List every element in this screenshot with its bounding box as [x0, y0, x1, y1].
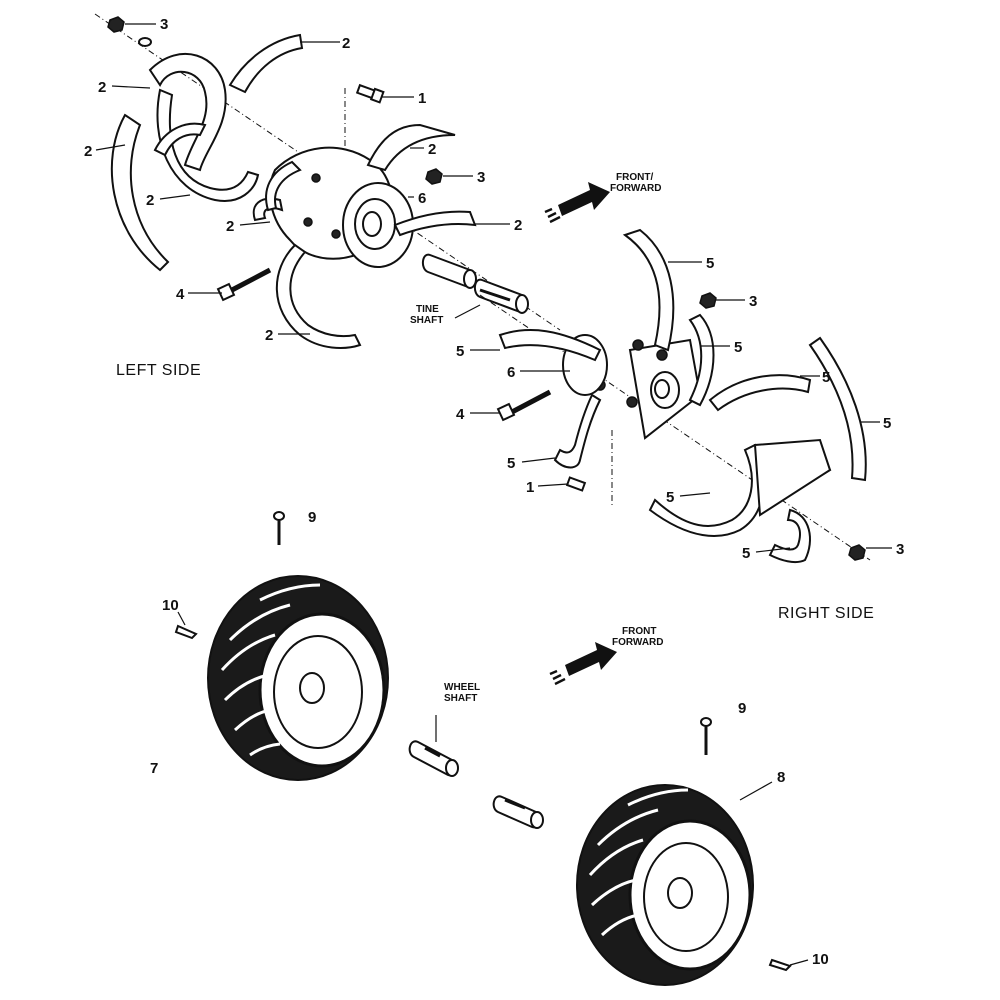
callout-number: 5	[734, 339, 742, 356]
callout-number: 5	[456, 343, 464, 360]
bolt-part	[216, 267, 272, 302]
right-side-caption: RIGHT SIDE	[778, 605, 874, 622]
callout-number: 1	[526, 479, 534, 496]
tine-shaft-label-b: SHAFT	[410, 315, 443, 326]
callout-number: 2	[226, 218, 234, 235]
nut-part	[107, 16, 152, 47]
callout-number: 4	[176, 286, 185, 303]
front-forward-label-2b: FORWARD	[612, 637, 663, 648]
callout-number: 5	[666, 489, 674, 506]
nut-part	[425, 168, 443, 185]
tine-shaft-label-a: TINE	[416, 304, 439, 315]
callout-number: 2	[84, 143, 92, 160]
right-wheel	[576, 784, 754, 986]
callout-number: 2	[98, 79, 106, 96]
bolt-part	[565, 476, 587, 492]
leader-lines	[95, 23, 892, 966]
callout-numbers: 3 2 2 1 2 2 3 6 2 2 2 4 2 5 3 5 5 5 5 6 …	[84, 16, 904, 968]
callout-number: 5	[507, 455, 515, 472]
callout-number: 9	[738, 700, 746, 717]
callout-number: 8	[777, 769, 785, 786]
callout-number: 5	[822, 369, 830, 386]
pin-part	[273, 511, 712, 755]
left-tine-assembly	[94, 13, 561, 349]
left-wheel	[207, 575, 389, 781]
tine-part	[252, 123, 477, 349]
callout-number: 3	[749, 293, 757, 310]
front-forward-label-2a: FRONT	[622, 626, 656, 637]
wheel-shaft-label-a: WHEEL	[444, 682, 480, 693]
callout-number: 3	[896, 541, 904, 558]
callout-number: 1	[418, 90, 426, 107]
forward-arrow-icon	[549, 642, 617, 686]
front-forward-label-1b: FORWARD	[610, 183, 661, 194]
bolt-part	[496, 389, 552, 422]
callout-number: 6	[418, 190, 426, 207]
bolt-part	[344, 83, 385, 150]
clip-part	[174, 624, 792, 972]
left-side-caption: LEFT SIDE	[116, 362, 201, 379]
callout-number: 10	[162, 597, 179, 614]
wheel-shaft-label-b: SHAFT	[444, 693, 477, 704]
callout-number: 3	[477, 169, 485, 186]
callout-number: 9	[308, 509, 316, 526]
callout-number: 2	[342, 35, 350, 52]
callout-number: 2	[146, 192, 154, 209]
nut-part	[699, 292, 717, 309]
callout-number: 7	[150, 760, 158, 777]
callout-number: 3	[160, 16, 168, 33]
callout-number: 5	[883, 415, 891, 432]
callout-number: 2	[514, 217, 522, 234]
callout-number: 4	[456, 406, 465, 423]
callout-number: 5	[706, 255, 714, 272]
callout-number: 2	[428, 141, 436, 158]
tine-mount-plate	[753, 438, 832, 517]
callout-number: 2	[265, 327, 273, 344]
callout-number: 5	[742, 545, 750, 562]
nut-part	[848, 544, 866, 561]
forward-arrow-icon	[544, 182, 610, 224]
tine-shaft-part	[422, 253, 529, 314]
right-tine-assembly	[479, 228, 871, 564]
callout-number: 6	[507, 364, 515, 381]
wheel-shaft-part	[408, 740, 544, 829]
callout-number: 10	[812, 951, 829, 968]
tine-part	[110, 33, 304, 272]
front-forward-label-1a: FRONT/	[616, 172, 653, 183]
